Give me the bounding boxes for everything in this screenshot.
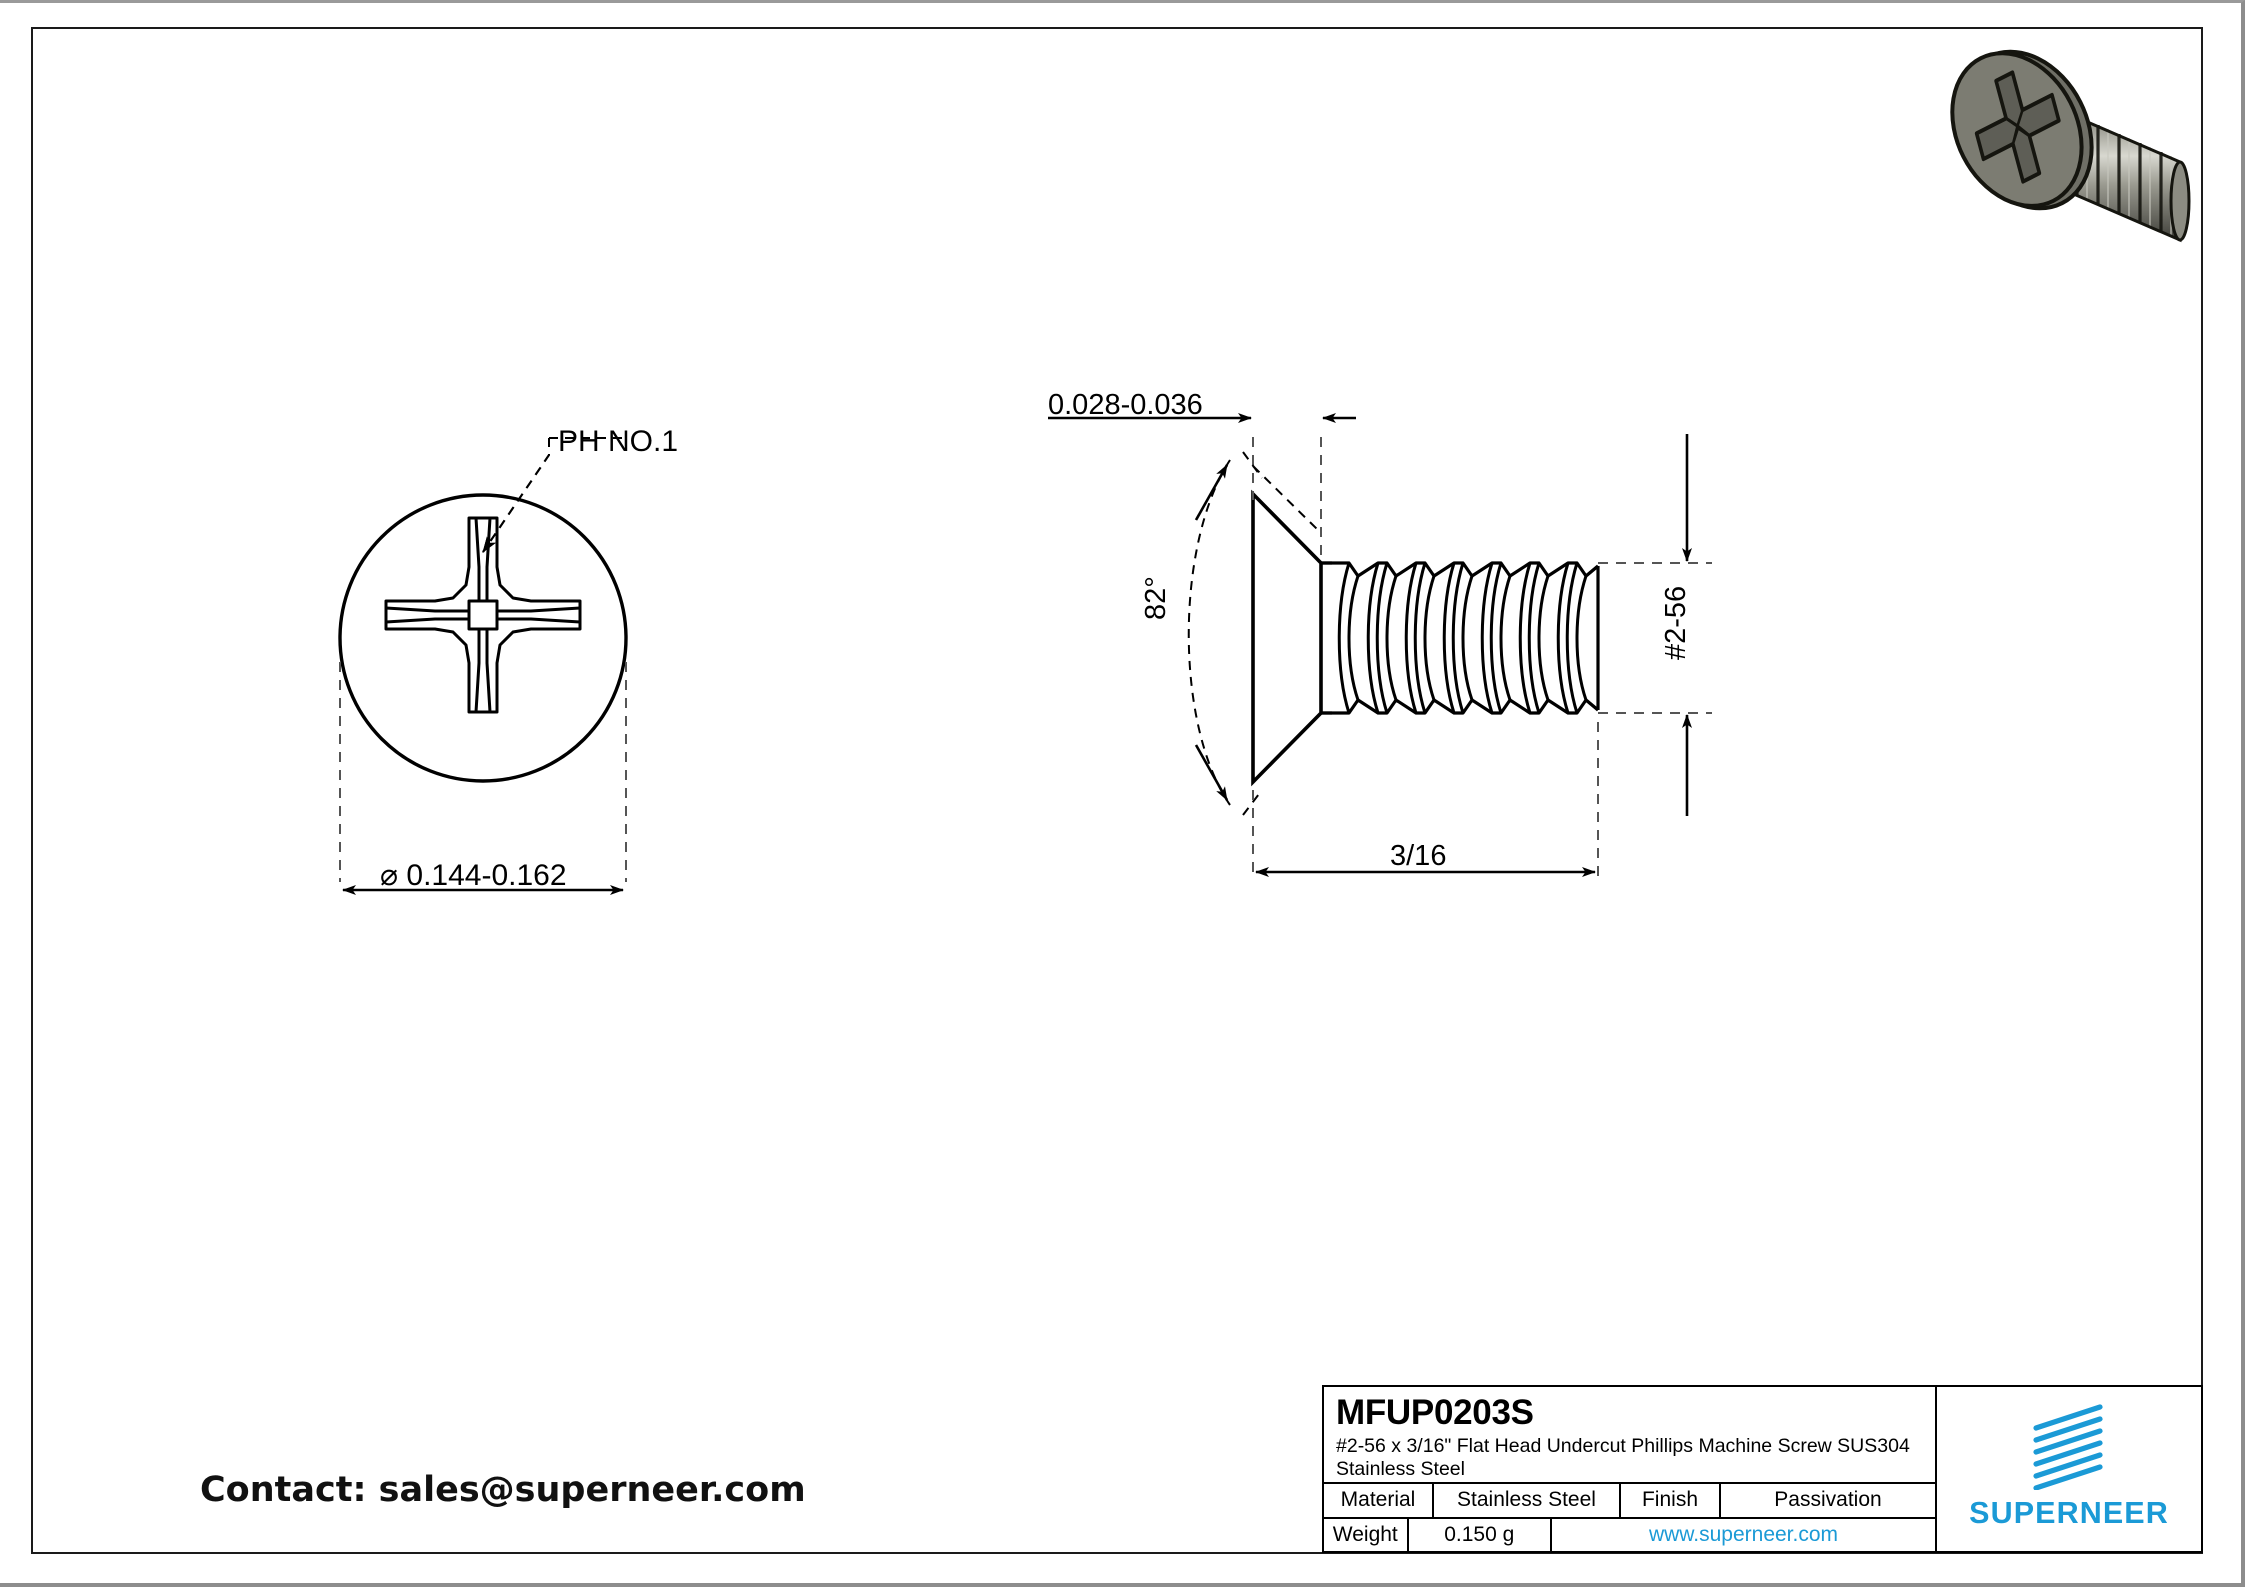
dimension-head-angle: 82° — [1140, 576, 1172, 620]
part-number: MFUP0203S — [1336, 1393, 1534, 1432]
title-block-header: MFUP0203S #2-56 x 3/16" Flat Head Underc… — [1324, 1387, 1935, 1484]
material-value: Stainless Steel — [1434, 1484, 1621, 1517]
table-row-material: Material Stainless Steel Finish Passivat… — [1324, 1484, 1935, 1519]
finish-label: Finish — [1621, 1484, 1721, 1517]
callout-label-ph-no-1: PH NO.1 — [558, 425, 679, 458]
dimension-screw-length: 3/16 — [1390, 840, 1447, 872]
title-block: MFUP0203S #2-56 x 3/16" Flat Head Underc… — [1322, 1385, 2203, 1553]
brand-name: SUPERNEER — [1969, 1495, 2169, 1530]
table-row-weight: Weight 0.150 g www.superneer.com — [1324, 1518, 1935, 1551]
drawing-frame-border — [31, 27, 2203, 1554]
website-link[interactable]: www.superneer.com — [1648, 1522, 1839, 1546]
dimension-head-diameter: ⌀ 0.144-0.162 — [380, 859, 567, 892]
brand-logo-block: SUPERNEER — [1937, 1387, 2201, 1551]
weight-value: 0.150 g — [1409, 1518, 1552, 1551]
contact-email-text: Contact: sales@superneer.com — [200, 1470, 806, 1510]
dimension-thread-size: #2-56 — [1660, 585, 1692, 660]
title-block-info: MFUP0203S #2-56 x 3/16" Flat Head Underc… — [1324, 1387, 1937, 1551]
part-description: #2-56 x 3/16" Flat Head Undercut Phillip… — [1336, 1435, 1910, 1480]
superneer-logo-icon — [2033, 1403, 2103, 1490]
dimension-head-thickness: 0.028-0.036 — [1048, 389, 1203, 421]
finish-value: Passivation — [1774, 1488, 1882, 1512]
weight-label: Weight — [1324, 1518, 1409, 1551]
material-label: Material — [1324, 1484, 1434, 1517]
